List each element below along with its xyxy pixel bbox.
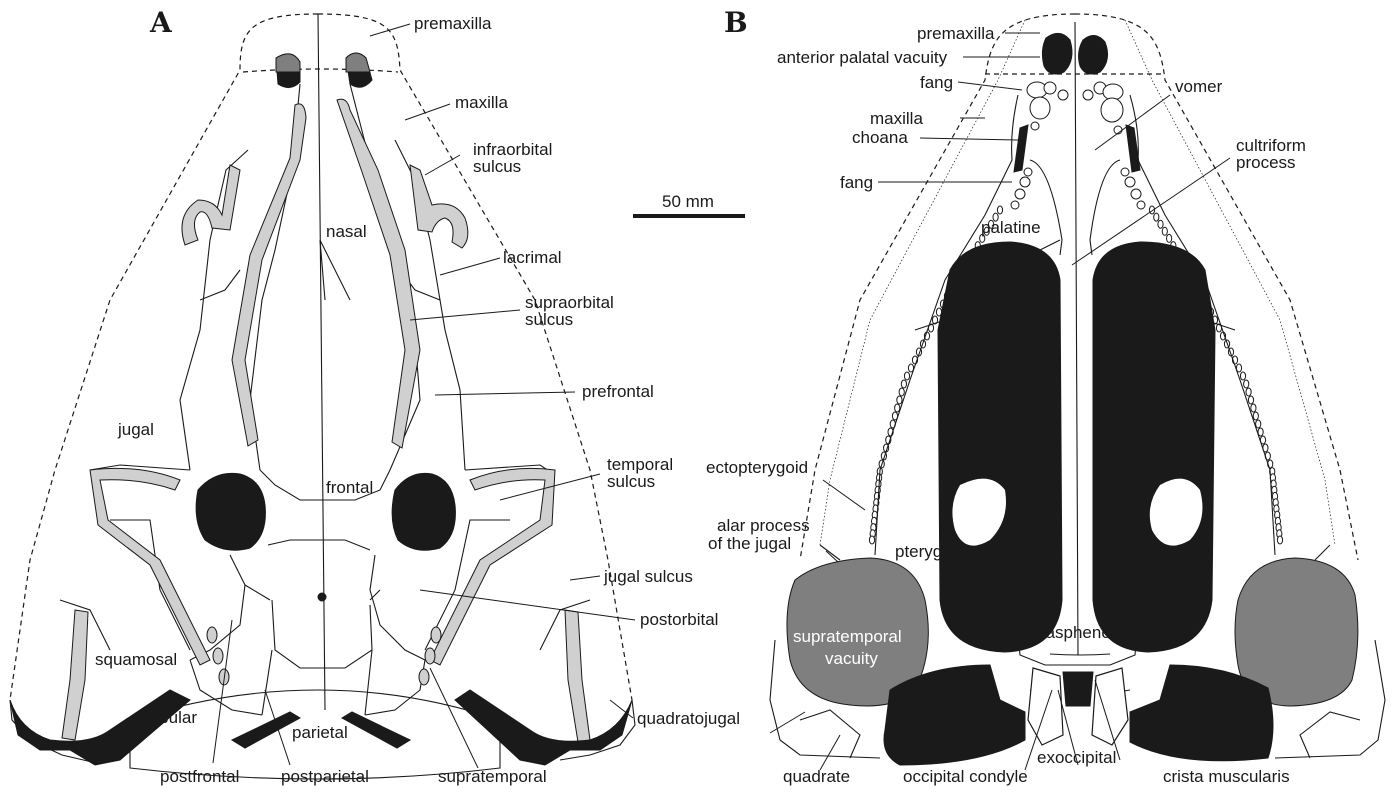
label-postorbital: postorbital [640,610,718,629]
palatine-fangs [1011,168,1145,209]
marginal-tooth-right [1246,388,1251,396]
panel-label-b: B [724,6,748,39]
marginal-tooth-left [904,372,909,380]
marginal-tooth-right [1256,420,1261,428]
exoccipital-right [1092,668,1128,745]
label-fang-1: fang [920,73,953,92]
marginal-tooth-right [1248,396,1253,404]
label-occipital-condyle: occipital condyle [903,767,1028,786]
pit-right-2 [425,648,435,664]
label-ectopterygoid: ectopterygoid [706,458,808,477]
label-cultriform-process-2: process [1236,153,1296,172]
label-supratemporal-vacuity-2: vacuity [825,649,878,668]
posttemporal-right [342,712,410,748]
panel-a-dorsal-view: A [10,6,745,786]
otic-notch-left [10,690,190,765]
posttemporal-left [232,712,300,748]
label-alar-process-2: of the jugal [708,534,791,553]
naris-right-premaxilla-part [346,53,370,72]
temporal-sulcus-left [90,468,210,665]
marginal-tooth-right [1277,536,1282,544]
occipital-condyle [1063,672,1093,706]
label-squamosal: squamosal [95,650,177,669]
label-palatine: palatine [981,218,1041,237]
interpterygoid-vacuity-right [1093,242,1215,652]
scale-bar-label: 50 mm [662,192,714,211]
label-premaxilla-ventral: premaxilla [917,24,995,43]
marginal-tooth-right [1158,220,1163,228]
label-lacrimal: lacrimal [503,248,562,267]
label-nasal: nasal [326,222,367,241]
label-jugal: jugal [117,420,154,439]
marginal-tooth-right [1244,380,1249,388]
label-postparietal: postparietal [281,767,369,786]
label-parasphenoid: parasphenoid [1021,623,1124,642]
label-jugal-sulcus: jugal sulcus [603,567,693,586]
pit-left-2 [213,648,223,664]
premaxilla-suture [243,69,398,72]
label-tabular: tabular [145,708,197,727]
marginal-tooth-left [901,380,906,388]
panel-label-a: A [149,6,173,39]
marginal-tooth-left [899,388,904,396]
label-alar-process-1: alar process [717,516,810,535]
panel-b-ventral-view: B [706,6,1385,786]
marginal-tooth-left [869,536,874,544]
label-frontal: frontal [326,478,373,497]
label-premaxilla-dorsal: premaxilla [414,14,492,33]
anterior-palatal-vacuity-left [1042,33,1072,74]
label-maxilla-ventral: maxilla [870,109,923,128]
label-pterygoid: pterygoid [895,542,965,561]
pineal-foramen [318,593,326,601]
label-temporal-sulcus-2: sulcus [607,472,655,491]
label-fang-2: fang [840,173,873,192]
label-maxilla-dorsal: maxilla [455,93,508,112]
label-quadratojugal: quadratojugal [637,709,740,728]
label-crista-muscularis: crista muscularis [1163,767,1290,786]
marginal-tooth-right [1167,234,1172,242]
label-prefrontal: prefrontal [582,382,654,401]
marginal-tooth-right [1162,227,1167,235]
label-anterior-palatal-vacuity: anterior palatal vacuity [777,48,948,67]
label-supratemporal-vacuity-1: supratemporal [793,627,902,646]
label-supratemporal-dorsal: supratemporal [438,767,547,786]
exoccipital-left [1028,668,1063,745]
orbit-right [392,473,455,550]
marginal-tooth-left [897,396,902,404]
label-quadrate: quadrate [783,767,850,786]
infraorbital-sulcus-left [182,165,240,245]
interpterygoid-vacuity-left [938,242,1062,652]
label-supraorbital-sulcus-2: sulcus [525,310,573,329]
label-exoccipital: exoccipital [1037,748,1116,767]
pit-left-1 [207,627,217,643]
dorsal-midline-suture [318,14,325,710]
pit-right-3 [419,669,429,685]
jugal-sulcus-right [565,610,590,742]
anterior-palatal-vacuity-right [1079,35,1108,74]
jugal-sulcus-left [62,610,88,740]
marginal-tooth-right [1154,213,1159,221]
infraorbital-sulcus-right [410,165,468,248]
marginal-tooth-left [895,404,900,412]
marginal-tooth-left [997,206,1002,214]
naris-left-premaxilla-part [276,54,300,72]
label-parietal: parietal [292,723,348,742]
label-infraorbital-sulcus-2: sulcus [473,157,521,176]
supraorbital-sulcus-right [337,99,420,448]
choana-left [1014,125,1028,172]
marginal-tooth-right [1240,372,1245,380]
label-vomer: vomer [1175,77,1223,96]
otic-notch-right [455,690,632,765]
pit-right-1 [431,627,441,643]
marginal-tooth-right [1253,412,1258,420]
marginal-tooth-right [1251,404,1256,412]
label-postfrontal: postfrontal [160,767,239,786]
orbit-left [196,473,265,550]
label-choana: choana [852,128,908,147]
